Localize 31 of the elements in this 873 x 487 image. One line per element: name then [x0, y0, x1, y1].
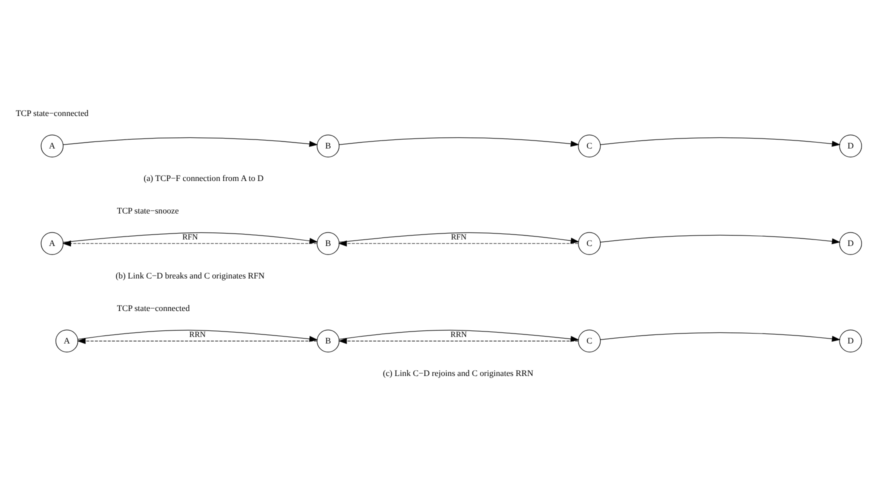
arrow — [600, 137, 841, 147]
label: TCP state−connected — [16, 108, 89, 118]
node-circle: D — [839, 134, 862, 158]
node-circle: B — [316, 232, 340, 255]
node-circle: B — [316, 330, 340, 352]
arrow — [76, 338, 318, 344]
label: TCP state−snooze — [116, 205, 179, 216]
node-circle: A — [56, 330, 78, 352]
node-circle: C — [578, 232, 601, 255]
arrow — [338, 240, 578, 246]
arrow — [600, 234, 841, 244]
label: TCP state−connected — [116, 302, 190, 313]
node-circle: D — [839, 330, 862, 352]
node-circle: C — [578, 134, 601, 158]
arrow — [62, 137, 318, 147]
node-circle: D — [839, 232, 862, 255]
node-circle: A — [40, 232, 64, 255]
arrow — [338, 232, 580, 244]
node-circle: C — [578, 330, 601, 352]
arrow — [62, 240, 318, 246]
arrow — [338, 338, 578, 344]
arrow — [338, 330, 580, 342]
label: (c) Link C−D rejoins and C originates RRN — [382, 368, 534, 378]
label: (a) TCP−F connection from A to D — [144, 172, 264, 183]
label: (b) Link C−D breaks and C originates RFN — [116, 270, 265, 280]
arrow — [600, 332, 841, 342]
arrow — [62, 232, 318, 244]
node-circle: B — [316, 134, 340, 158]
arrow — [338, 137, 580, 147]
arrow — [78, 330, 318, 342]
node-circle: A — [40, 134, 64, 158]
